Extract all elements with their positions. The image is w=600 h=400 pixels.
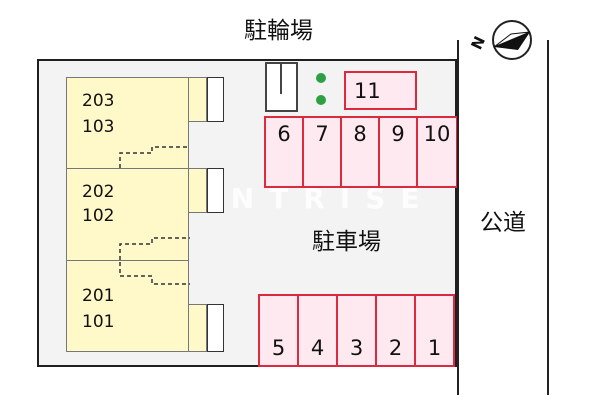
door <box>207 168 224 213</box>
parking-number: 10 <box>423 122 451 146</box>
parking-space-3: 3 <box>336 294 377 367</box>
parking-number: 2 <box>388 336 403 360</box>
unit-202-102: 202 102 <box>66 168 189 261</box>
bicycle-parking-divider <box>280 64 282 94</box>
unit-upper-label: 201 <box>82 286 115 306</box>
bike-dot <box>316 73 326 83</box>
parking-lot-label: 駐車場 <box>312 229 381 255</box>
unit-extension <box>188 304 207 352</box>
parking-number: 4 <box>310 336 325 360</box>
compass-icon <box>492 20 532 60</box>
parking-number: 1 <box>427 336 442 360</box>
parking-number: 6 <box>277 122 291 146</box>
parking-space-6: 6 <box>264 116 304 188</box>
parking-space-5: 5 <box>258 294 299 367</box>
parking-space-9: 9 <box>378 116 418 188</box>
parking-space-4: 4 <box>297 294 338 367</box>
unit-lower-label: 101 <box>82 312 115 332</box>
unit-extension <box>188 77 207 122</box>
door <box>207 77 224 122</box>
parking-space-11: 11 <box>344 71 417 110</box>
parking-space-1: 1 <box>414 294 455 367</box>
public-road-label: 公道 <box>480 210 526 236</box>
unit-extension <box>188 168 207 213</box>
unit-lower-label: 103 <box>82 117 115 137</box>
parking-space-10: 10 <box>416 116 458 188</box>
bike-dot <box>316 95 326 105</box>
parking-space-7: 7 <box>302 116 342 188</box>
parking-number: 7 <box>315 122 329 146</box>
door <box>207 304 224 352</box>
road-edge-left <box>457 40 459 395</box>
parking-number: 5 <box>271 336 286 360</box>
parking-number: 3 <box>349 336 364 360</box>
bicycle-parking-area <box>265 62 298 112</box>
unit-201-101: 201 101 <box>66 260 189 352</box>
unit-upper-label: 203 <box>82 91 115 111</box>
bicycle-parking-label: 駐輪場 <box>244 18 313 44</box>
road-edge-right <box>547 40 549 395</box>
parking-number: 11 <box>354 79 381 103</box>
parking-space-8: 8 <box>340 116 380 188</box>
unit-lower-label: 102 <box>82 206 115 226</box>
parking-number: 8 <box>353 122 367 146</box>
parking-number: 9 <box>391 122 405 146</box>
parking-space-2: 2 <box>375 294 416 367</box>
unit-upper-label: 202 <box>82 182 115 202</box>
